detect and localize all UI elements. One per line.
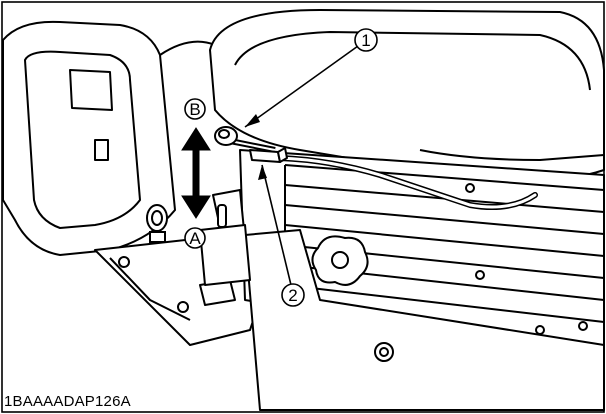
svg-text:A: A [189,229,201,248]
seat-cushion [209,9,605,183]
callout-part-1: 1 [244,28,378,128]
figure-code: 1BAAAADAP126A [4,393,134,410]
direction-label-b: B [184,98,206,120]
callout-part-2: 2 [258,164,305,307]
up-down-arrow [181,127,211,219]
direction-label-a: A [184,227,206,249]
svg-text:B: B [189,100,200,119]
svg-text:2: 2 [288,286,297,305]
front-lower-panel [244,229,605,411]
left-seat-panel [2,20,216,256]
adjuster-knob [311,235,369,286]
svg-text:1: 1 [361,31,370,50]
lock-bolt [146,204,168,243]
adjustment-lever [214,126,288,163]
lever-bracket [199,189,251,286]
